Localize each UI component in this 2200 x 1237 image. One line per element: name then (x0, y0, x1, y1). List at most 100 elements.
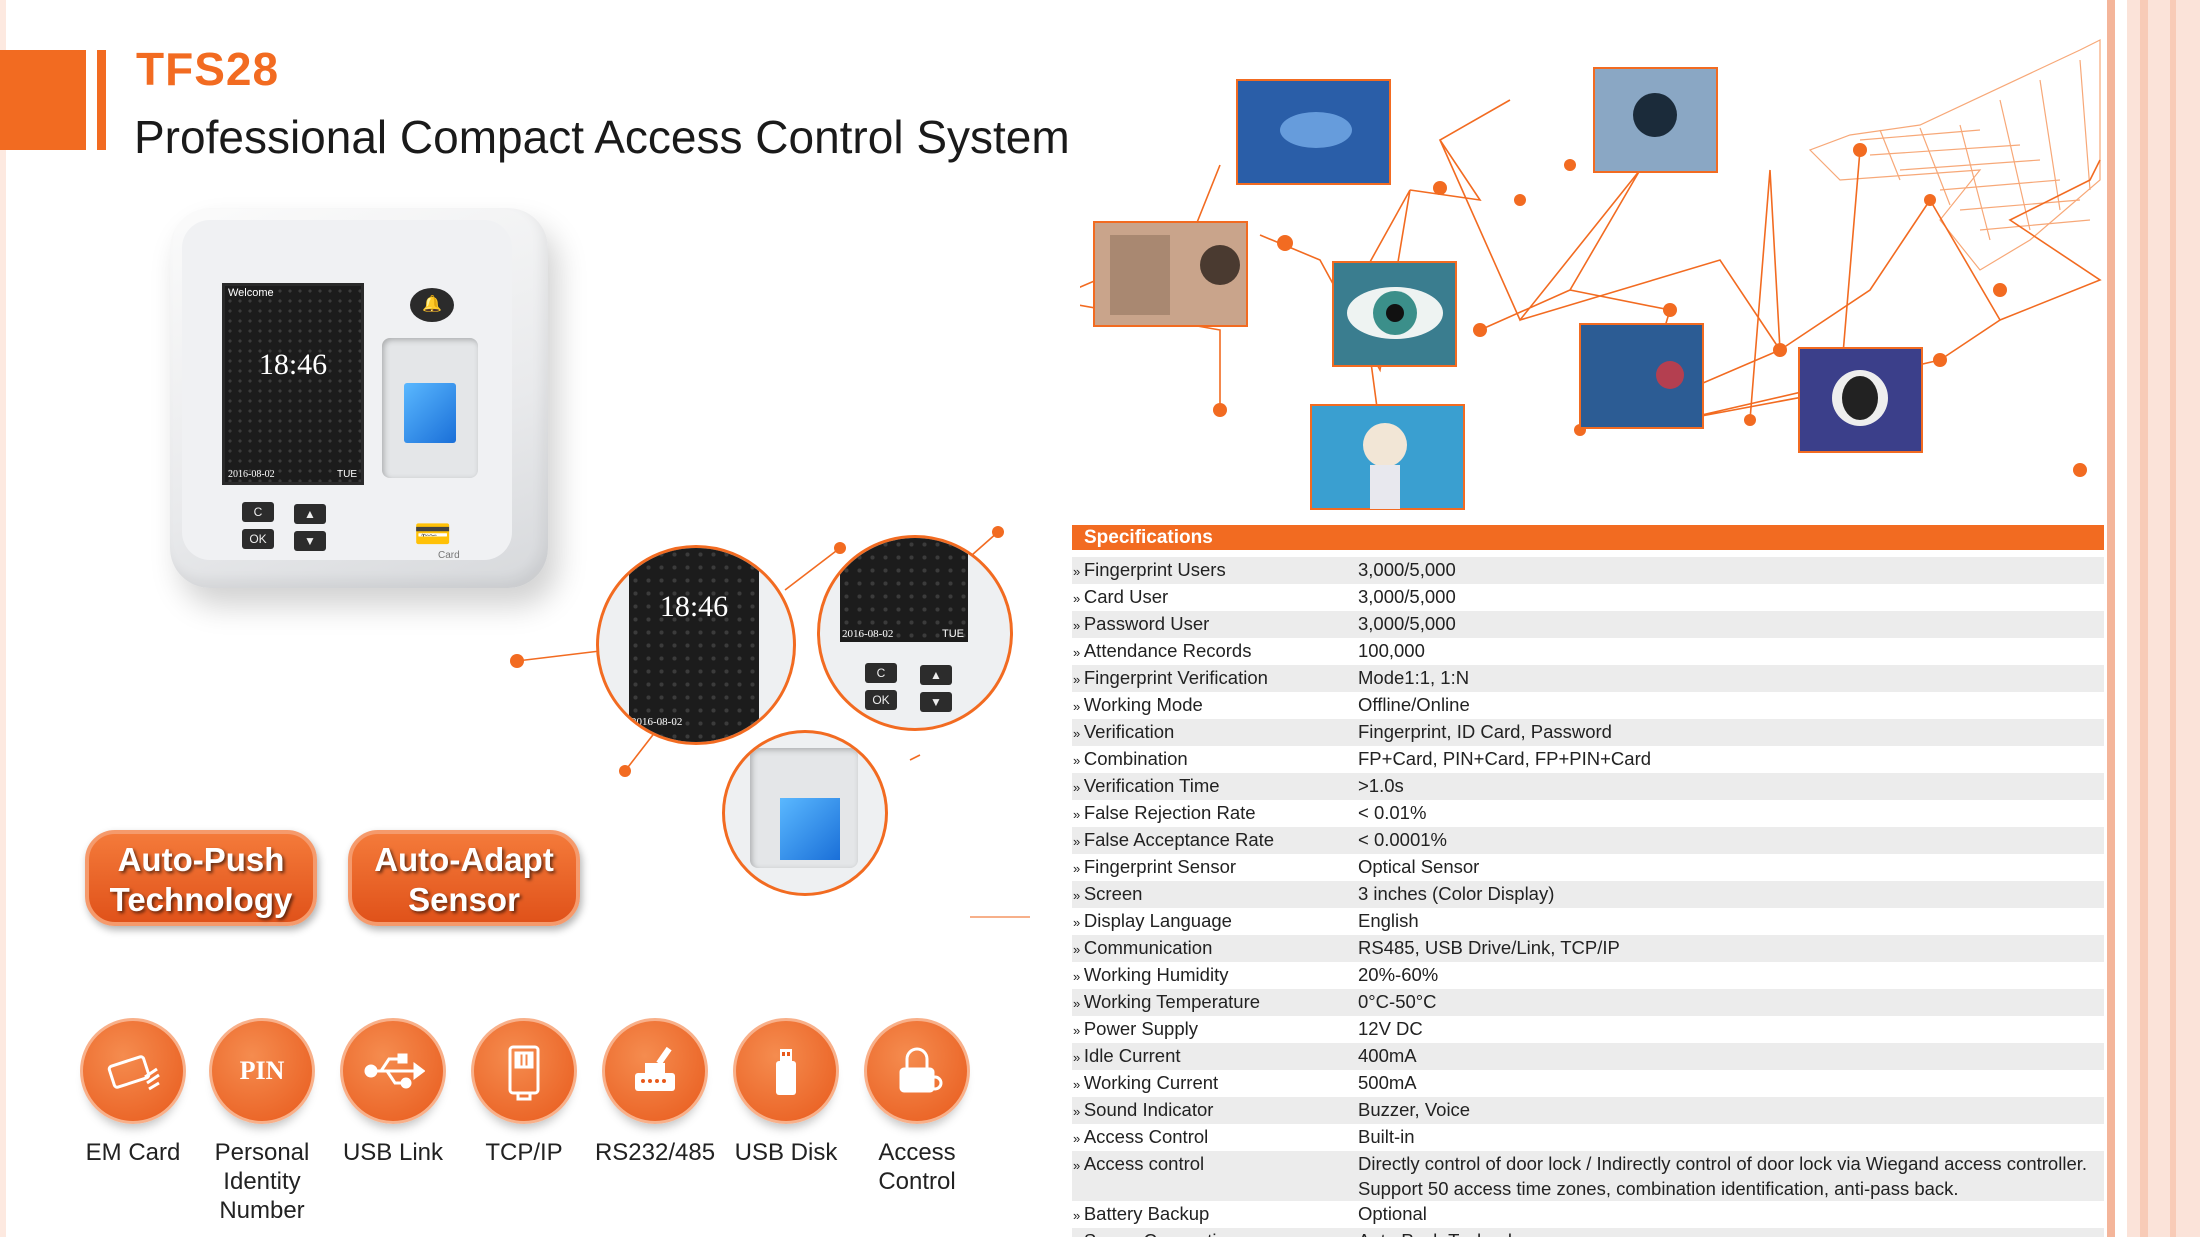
zoom-screen: 18:46 2016-08-02 (629, 548, 759, 742)
spec-value: Fingerprint, ID Card, Password (1358, 719, 2104, 746)
key-up: ▲ (294, 504, 326, 524)
spec-row: Verification Time>1.0s (1072, 773, 2104, 800)
zoom-key-down: ▼ (920, 692, 952, 712)
specifications-heading: Specifications (1072, 525, 2104, 550)
right-edge-stripe (2107, 0, 2115, 1237)
zoom-time: 18:46 (659, 590, 729, 623)
zoom-sensor-glass (780, 798, 840, 860)
screen-time: 18:46 (258, 348, 328, 381)
spec-value: Optical Sensor (1358, 856, 1480, 877)
pin-icon-text: PIN (239, 1056, 285, 1085)
badge-line: Technology (109, 881, 293, 918)
badge-line: Auto-Push (117, 841, 285, 878)
key-c: C (242, 502, 274, 522)
wireframe-hand-icon (1808, 39, 2101, 271)
spec-key: Power Supply (1072, 1016, 1358, 1043)
spec-value: Built-in (1358, 1126, 1415, 1147)
pin-icon: PIN (209, 1018, 315, 1124)
feature-usb-disk: USB Disk (721, 1018, 851, 1167)
card-label: Card (438, 550, 460, 561)
doorbell-icon: 🔔 (410, 288, 454, 322)
zoom-key-up: ▲ (920, 665, 952, 685)
key-down: ▼ (294, 531, 326, 551)
feature-label: USB Disk (734, 1139, 838, 1166)
spec-value: Offline/Online (1358, 694, 1470, 715)
zoom-date: 2016-08-02 (631, 716, 683, 728)
left-edge-stripe (0, 0, 6, 1237)
spec-row: False Rejection Rate< 0.01% (1072, 800, 2104, 827)
spec-key: Idle Current (1072, 1043, 1358, 1070)
spec-row: False Acceptance Rate< 0.0001% (1072, 827, 2104, 854)
model-name: TFS28 (136, 43, 280, 95)
feature-label: TCP/IP (485, 1139, 563, 1166)
device-image: Welcome 18:46 2016-08-02 TUE 🔔 C OK ▲ ▼ … (170, 208, 548, 588)
spec-row: Server ConnectionAuto Push Technology (1072, 1228, 2104, 1237)
spec-value: 3 inches (Color Display) (1358, 881, 2104, 908)
spec-value: < 0.01% (1358, 802, 1427, 823)
spec-key: Working Humidity (1072, 962, 1358, 989)
serial-icon (602, 1018, 708, 1124)
spec-value: 3,000/5,000 (1358, 557, 2104, 584)
lock-icon (864, 1018, 970, 1124)
spec-key: Sound Indicator (1072, 1097, 1358, 1124)
zoom-date: 2016-08-02 (842, 628, 894, 640)
zoom-fingerprint-window (750, 748, 858, 868)
key-ok: OK (242, 529, 274, 549)
screen-day: TUE (337, 469, 357, 480)
spec-key: Display Language (1072, 908, 1358, 935)
auto-adapt-badge: Auto-Adapt Sensor (348, 830, 580, 926)
spec-value: 0°C-50°C (1358, 989, 2104, 1016)
feature-em-card: EM Card (68, 1018, 198, 1167)
zoom-screen-callout: 18:46 2016-08-02 (596, 545, 796, 745)
spec-key: Fingerprint Sensor (1072, 854, 1358, 881)
spec-key: Fingerprint Users (1072, 557, 1358, 584)
spec-value: Buzzer, Voice (1358, 1097, 2104, 1124)
spec-key: Communication (1072, 935, 1358, 962)
screen-date: 2016-08-02 (228, 469, 275, 480)
spec-key: Access control (1072, 1151, 1358, 1201)
feature-label: EM Card (85, 1139, 181, 1166)
zoom-keypad-callout: 2016-08-02 TUE C OK ▲ ▼ (817, 535, 1013, 731)
right-edge-stripe (2170, 0, 2176, 1237)
zoom-day: TUE (942, 628, 964, 640)
right-edge-stripe (2140, 0, 2148, 1237)
spec-value: >1.0s (1358, 773, 2104, 800)
spec-key: Password User (1072, 611, 1358, 638)
spec-value-line: Support 50 access time zones, combinatio… (1358, 1178, 1959, 1199)
spec-key: Screen (1072, 881, 1358, 908)
sensor-glass (404, 383, 456, 443)
spec-key: Verification Time (1072, 773, 1358, 800)
zoom-key-ok: OK (865, 690, 897, 710)
biometric-network-illustration (1080, 39, 2102, 510)
screen-welcome: Welcome (228, 287, 274, 299)
spec-key: Working Mode (1072, 692, 1358, 719)
spec-value: FP+Card, PIN+Card, FP+PIN+Card (1358, 748, 1652, 769)
divider (970, 916, 1030, 918)
badge-line: Sensor (408, 881, 520, 918)
card-reader-icon: 💳 (414, 518, 452, 551)
spec-key: Verification (1072, 719, 1358, 746)
spec-value: Mode1:1, 1:N (1358, 665, 2104, 692)
spec-key: Working Temperature (1072, 989, 1358, 1016)
spec-value: Auto Push Technology (1358, 1228, 2104, 1237)
spec-value: < 0.0001% (1358, 827, 2104, 854)
